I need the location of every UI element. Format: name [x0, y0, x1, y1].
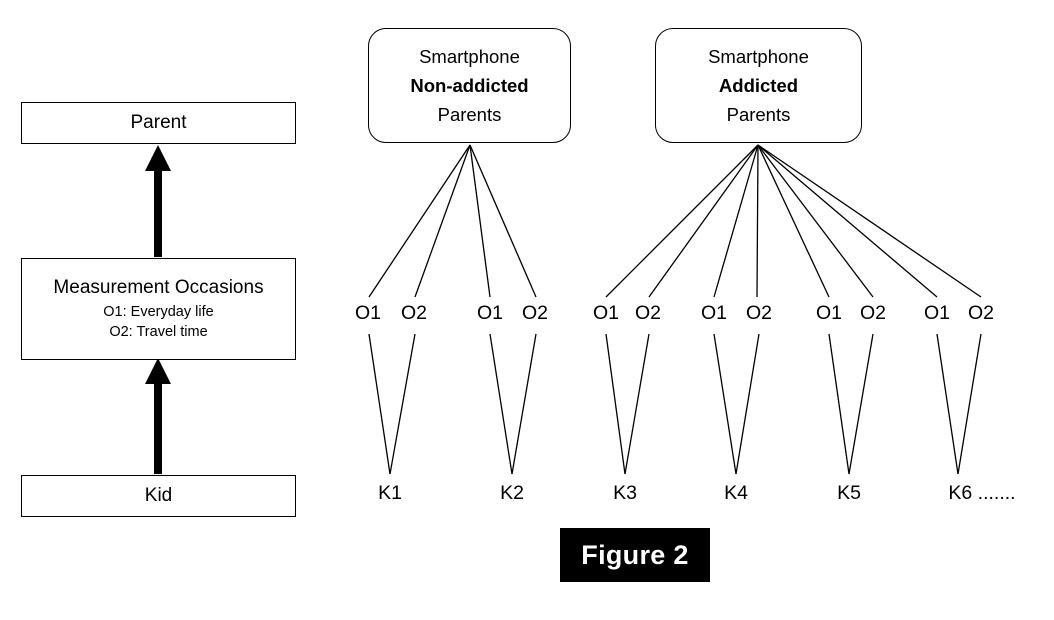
box-parent-label: Parent — [130, 112, 187, 133]
figure-caption: Figure 2 — [560, 528, 710, 582]
kid-node-k1[interactable]: K1 — [378, 482, 402, 504]
arrow-measurement-to-parent — [145, 145, 171, 257]
occasion-node-k2-o2[interactable]: O2 — [521, 302, 549, 324]
fan-lines-non-addicted — [368, 144, 537, 298]
arrow-kid-to-measurement — [145, 358, 171, 474]
box-kid-label: Kid — [144, 485, 173, 506]
occasion-node-k5-o1[interactable]: O1 — [815, 302, 843, 324]
v-connectors-occasions-to-kids — [368, 333, 982, 475]
occasion-node-k4-o2[interactable]: O2 — [745, 302, 773, 324]
box-measurement-occasions-sub-o1: O1: Everyday life — [103, 304, 214, 320]
box-measurement-occasions-sub-o2: O2: Travel time — [109, 324, 208, 340]
occasion-node-k3-o1[interactable]: O1 — [592, 302, 620, 324]
occasion-node-k3-o2[interactable]: O2 — [634, 302, 662, 324]
box-kid[interactable]: Kid — [21, 475, 296, 517]
v-connector-k6 — [936, 333, 982, 475]
left-hierarchy-arrows — [145, 145, 171, 474]
box-measurement-occasions-label: Measurement Occasions — [53, 277, 264, 298]
kid-node-k3[interactable]: K3 — [613, 482, 637, 504]
v-connector-k2 — [489, 333, 537, 475]
occasion-node-k4-o1[interactable]: O1 — [700, 302, 728, 324]
group-non-addicted-line-3: Parents — [437, 104, 502, 125]
group-addicted-line-1: Smartphone — [708, 46, 809, 67]
v-connector-k1 — [368, 333, 416, 475]
occasion-node-k5-o2[interactable]: O2 — [859, 302, 887, 324]
v-connector-k4 — [713, 333, 760, 475]
kid-node-k4[interactable]: K4 — [724, 482, 748, 504]
group-addicted-line-2: Addicted — [718, 75, 799, 96]
occasion-node-k1-o1[interactable]: O1 — [354, 302, 382, 324]
occasion-node-k6-o2[interactable]: O2 — [967, 302, 995, 324]
v-connector-k5 — [828, 333, 874, 475]
group-non-addicted-line-2: Non-addicted — [410, 75, 529, 96]
occasion-node-k6-o1[interactable]: O1 — [923, 302, 951, 324]
group-non-addicted-line-1: Smartphone — [419, 46, 520, 67]
occasion-node-k1-o2[interactable]: O2 — [400, 302, 428, 324]
group-addicted-line-3: Parents — [726, 104, 791, 125]
box-measurement-occasions[interactable]: Measurement Occasions O1: Everyday life … — [21, 258, 296, 360]
occasion-node-k2-o1[interactable]: O1 — [476, 302, 504, 324]
v-connector-k3 — [605, 333, 650, 475]
box-smartphone-non-addicted-parents[interactable]: Smartphone Non-addicted Parents — [368, 28, 571, 143]
kid-node-k5[interactable]: K5 — [837, 482, 861, 504]
kid-node-k6[interactable]: K6 ....... — [948, 482, 1016, 504]
fan-lines-addicted — [605, 144, 982, 298]
kid-node-k2[interactable]: K2 — [500, 482, 524, 504]
box-smartphone-addicted-parents[interactable]: Smartphone Addicted Parents — [655, 28, 862, 143]
box-parent[interactable]: Parent — [21, 102, 296, 144]
